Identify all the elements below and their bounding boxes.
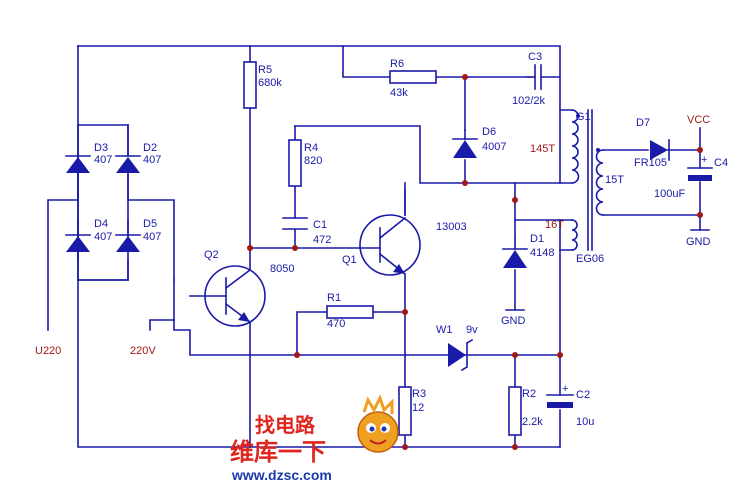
label-c1: C1	[313, 219, 327, 231]
label-gnd-2: GND	[686, 236, 711, 248]
resistor-r5	[243, 61, 257, 109]
capacitor-c2: +	[546, 383, 574, 408]
label-d1-value: 4148	[530, 247, 554, 259]
capacitor-c1	[282, 217, 308, 230]
resistor-r1	[326, 305, 374, 319]
diode-d7	[650, 139, 670, 161]
resistor-r4	[288, 139, 302, 187]
label-145t: 145T	[530, 143, 555, 155]
label-q2: Q2	[204, 249, 219, 261]
label-d4: D4	[94, 218, 108, 230]
label-d3-value: 407	[94, 154, 112, 166]
label-c2: C2	[576, 389, 590, 401]
label-q1: Q1	[342, 254, 357, 266]
label-d5-value: 407	[143, 231, 161, 243]
watermark: 找电路 维库一下 www.dzsc.com	[230, 394, 399, 483]
label-r1: R1	[327, 292, 341, 304]
label-c2-value: 10u	[576, 416, 594, 428]
label-c3-value: 102/2k	[512, 95, 546, 107]
component-labels: D3 407 D2 407 D4 407 D5 407 U220 220V R5…	[35, 51, 728, 428]
label-d7: D7	[636, 117, 650, 129]
label-r5-value: 680k	[258, 77, 282, 89]
diode-d4	[65, 234, 91, 252]
label-r3-value: 12	[412, 402, 424, 414]
label-r2-value: 2.2k	[522, 416, 543, 428]
label-d4-value: 407	[94, 231, 112, 243]
label-q1-value: 13003	[436, 221, 467, 233]
label-eg06: EG06	[576, 253, 604, 265]
label-g1: G1	[576, 111, 591, 123]
label-d1: D1	[530, 233, 544, 245]
transformer-g1	[571, 109, 604, 251]
label-vcc: VCC	[687, 114, 710, 126]
label-d3: D3	[94, 142, 108, 154]
label-r4: R4	[304, 142, 318, 154]
label-c1-value: 472	[313, 234, 331, 246]
watermark-cn-top: 找电路	[255, 413, 316, 437]
label-r6-value: 43k	[390, 87, 408, 99]
label-16t: 16T	[545, 219, 564, 231]
svg-text:+: +	[701, 154, 707, 166]
diode-d1	[502, 239, 528, 268]
label-d5: D5	[143, 218, 157, 230]
transistor-q2	[189, 265, 266, 327]
resistor-r2	[508, 386, 522, 436]
label-d2: D2	[143, 142, 157, 154]
transistor-q1	[359, 214, 421, 276]
resistor-r6	[389, 70, 437, 84]
capacitor-c4: +	[687, 154, 713, 181]
label-c4: C4	[714, 157, 728, 169]
label-d6: D6	[482, 126, 496, 138]
diode-d5	[115, 234, 141, 252]
label-r5: R5	[258, 64, 272, 76]
label-d2-value: 407	[143, 154, 161, 166]
watermark-cn-bottom: 维库一下	[230, 438, 326, 466]
diode-d2	[115, 155, 141, 173]
label-w1-value: 9v	[466, 324, 478, 336]
label-c4-value: 100uF	[654, 188, 685, 200]
junction-nodes	[247, 74, 703, 450]
watermark-url: www.dzsc.com	[231, 467, 332, 483]
label-c3: C3	[528, 51, 542, 63]
label-220v: 220V	[130, 345, 156, 357]
diode-d3	[65, 155, 91, 173]
capacitor-c3	[527, 64, 542, 90]
label-r1-value: 470	[327, 318, 345, 330]
label-gnd-1: GND	[501, 315, 526, 327]
label-q2-value: 8050	[270, 263, 294, 275]
zener-w1	[448, 338, 474, 372]
label-15t: 15T	[605, 174, 624, 186]
svg-text:+: +	[562, 383, 568, 395]
label-d7-value: FR105	[634, 157, 667, 169]
label-r6: R6	[390, 58, 404, 70]
label-r3: R3	[412, 388, 426, 400]
label-w1: W1	[436, 324, 453, 336]
mascot-logo	[357, 394, 399, 453]
label-u220: U220	[35, 345, 61, 357]
label-r4-value: 820	[304, 155, 322, 167]
diode-d6	[452, 129, 478, 158]
label-d6-value: 4007	[482, 141, 506, 153]
resistor-r3	[398, 386, 412, 436]
label-r2: R2	[522, 388, 536, 400]
